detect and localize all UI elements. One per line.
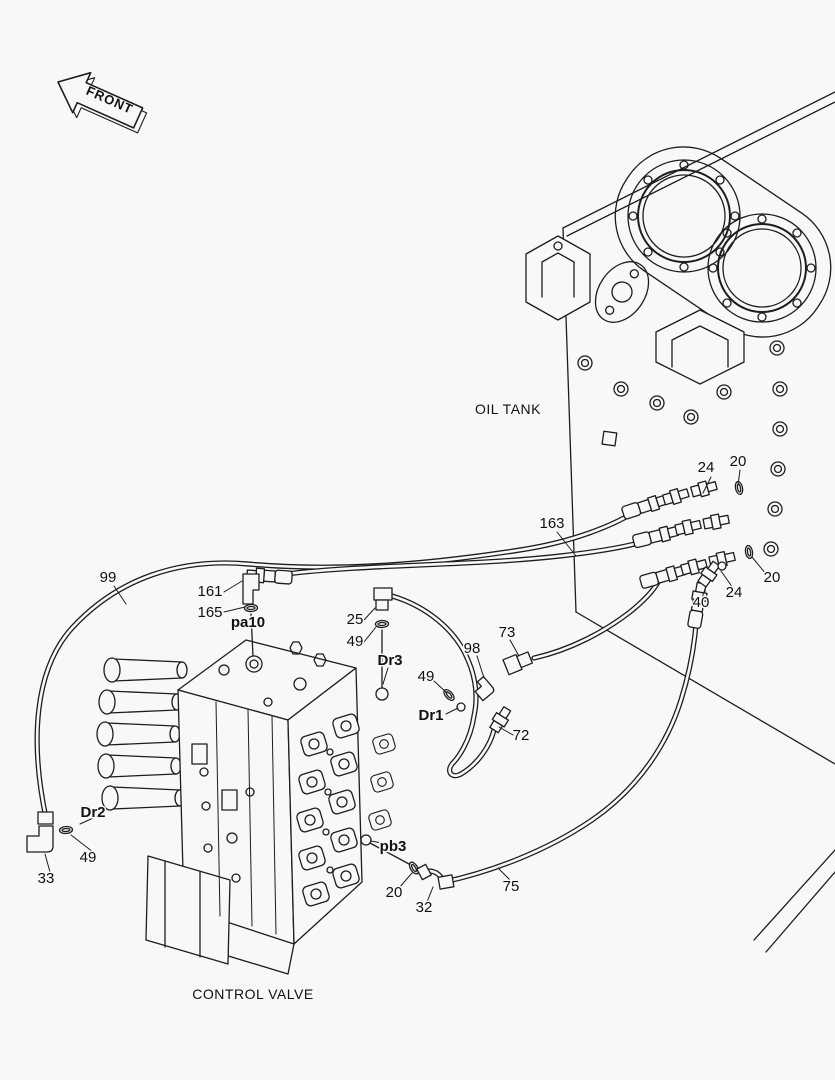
front-arrow-shadow — [61, 77, 148, 134]
part-label-99: 99 — [100, 569, 117, 586]
hoses — [34, 505, 700, 885]
valve-top-details — [218, 641, 327, 707]
elbow-161-assembly — [242, 566, 294, 657]
part-label-32: 32 — [416, 899, 433, 916]
port-label-pa10: pa10 — [231, 614, 265, 631]
control-valve-label: CONTROL VALVE — [192, 986, 313, 1002]
dr1-assembly — [441, 675, 514, 735]
part-label-49-dr2: 49 — [80, 849, 97, 866]
part-label-49-dr1: 49 — [418, 668, 435, 685]
tank-port-2-fitting — [631, 511, 731, 550]
control-valve-drawing — [96, 639, 397, 975]
valve-manifold — [145, 855, 231, 965]
hose-72 — [389, 593, 497, 779]
tank-opening-2 — [707, 213, 817, 323]
tank-bracket-2 — [655, 309, 745, 385]
port-label-pb3: pb3 — [380, 838, 407, 855]
part-label-40: 40 — [693, 594, 710, 611]
part-label-163: 163 — [539, 515, 564, 532]
port-label-dr3: Dr3 — [377, 652, 402, 669]
part-label-25: 25 — [347, 611, 364, 628]
part-label-165: 165 — [197, 604, 222, 621]
part-label-33: 33 — [38, 870, 55, 887]
fittings — [26, 478, 755, 890]
part-label-24-top: 24 — [698, 459, 715, 476]
part-label-73: 73 — [499, 624, 516, 641]
oil-tank-label: OIL TANK — [475, 401, 541, 417]
part-label-20-right: 20 — [764, 569, 781, 586]
tank-opening-1 — [627, 159, 741, 273]
part-label-49-dr3: 49 — [347, 633, 364, 650]
tank-side-flange — [594, 261, 650, 323]
part-label-72: 72 — [513, 727, 530, 744]
tank-flange-plate — [614, 146, 832, 338]
hose-99 — [34, 505, 644, 821]
valve-section-caps — [294, 712, 397, 908]
hose-73 — [531, 575, 663, 661]
part-label-24-right: 24 — [726, 584, 743, 601]
tank-port-3-fitting — [638, 544, 755, 590]
dr3-assembly — [373, 587, 393, 701]
part-label-98: 98 — [464, 640, 481, 657]
part-label-20-bottom: 20 — [386, 884, 403, 901]
front-arrow-shape — [57, 71, 144, 129]
part-label-161: 161 — [197, 583, 222, 600]
valve-spools — [96, 657, 188, 811]
part-label-75: 75 — [503, 878, 520, 895]
port-label-dr1: Dr1 — [418, 707, 443, 724]
front-arrow — [57, 71, 148, 134]
part-label-20-top: 20 — [730, 453, 747, 470]
tank-port-1-fitting — [620, 478, 745, 521]
oil-tank-drawing — [525, 91, 835, 953]
tank-port-4-fitting — [686, 558, 727, 630]
elbow-33-assembly — [26, 811, 74, 853]
tank-plug — [601, 430, 618, 447]
valve-left-details — [191, 701, 277, 935]
leader-lines — [44, 469, 767, 903]
tank-bracket-1 — [525, 235, 591, 321]
fitting-73 — [502, 651, 534, 676]
hose-163 — [283, 535, 656, 577]
port-label-dr2: Dr2 — [80, 804, 105, 821]
pb3-assembly — [360, 834, 455, 890]
